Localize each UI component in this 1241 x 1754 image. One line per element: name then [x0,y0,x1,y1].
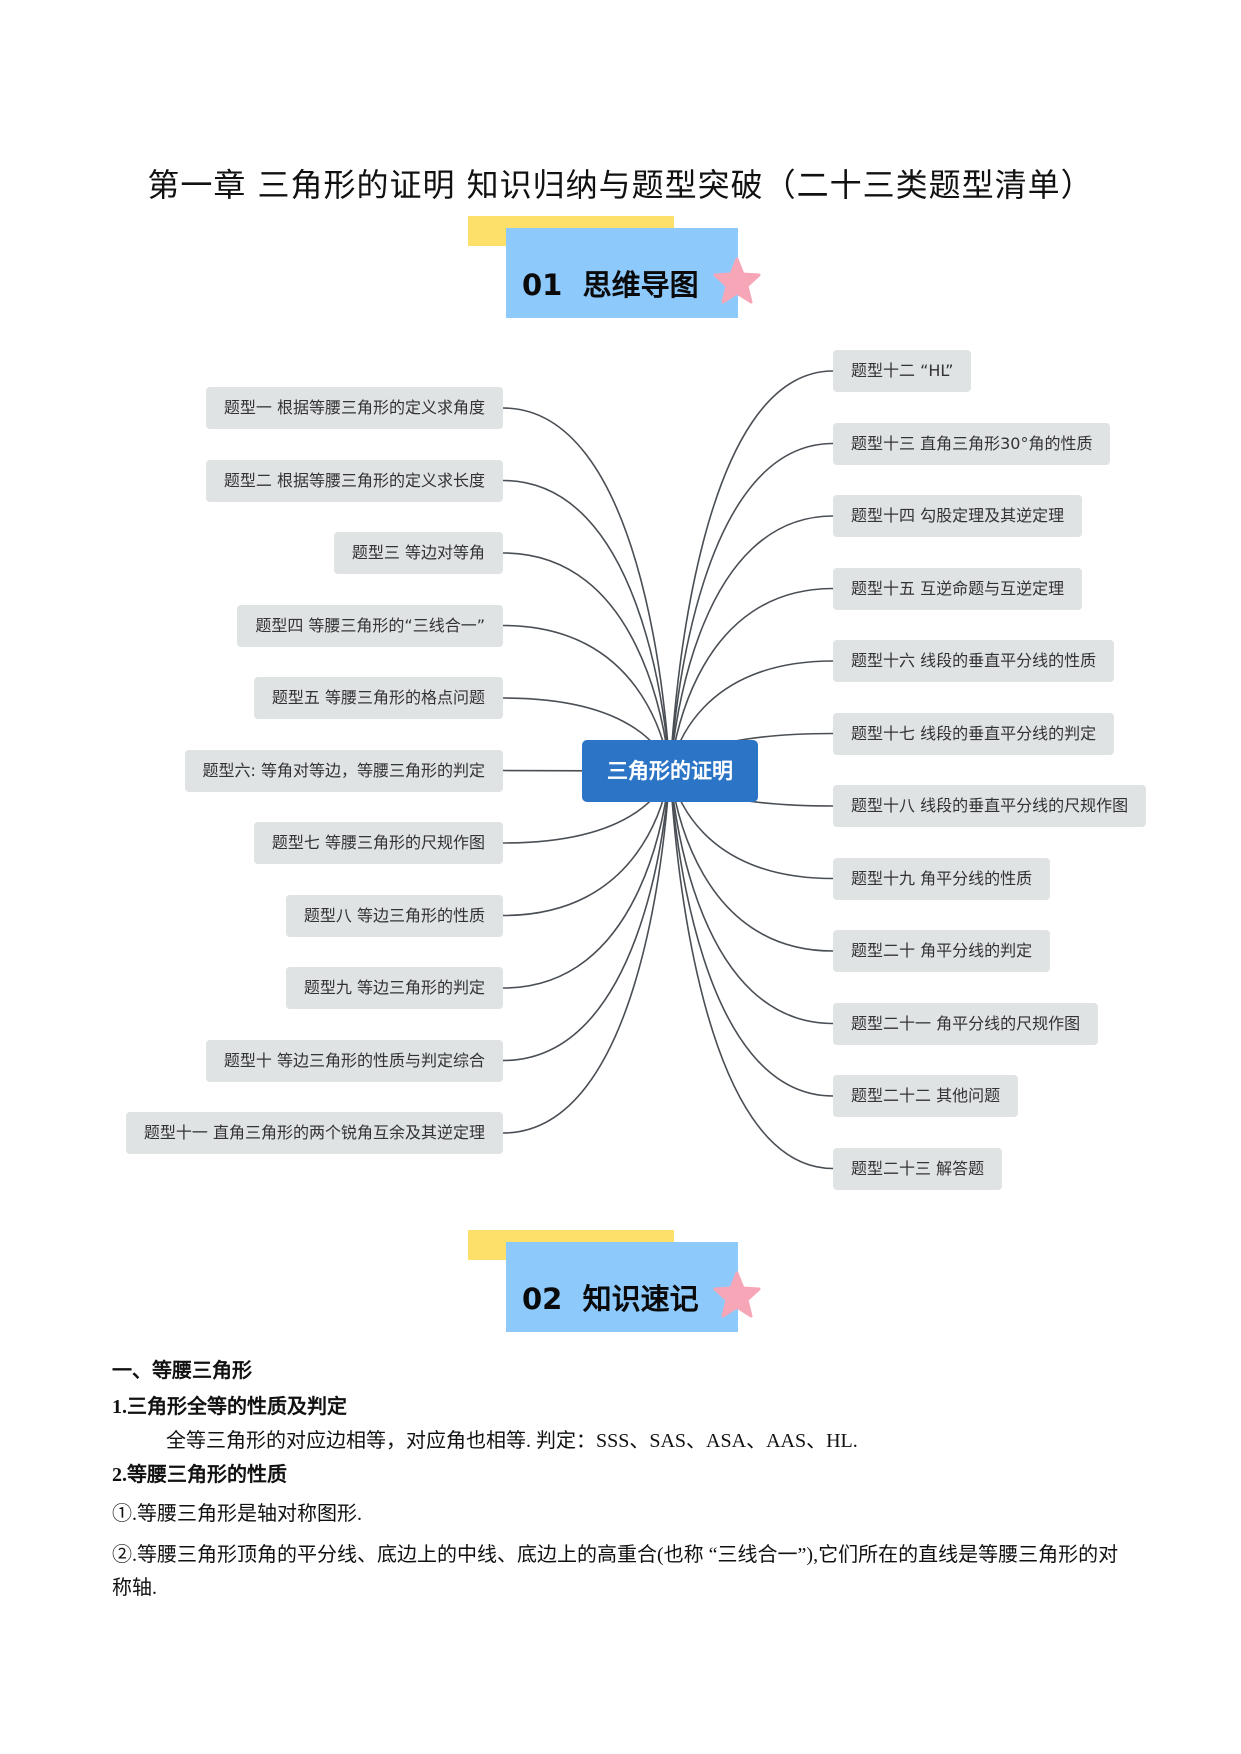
subheading-isosceles-properties: 2.等腰三角形的性质 [112,1464,287,1486]
mind-map-node-right-12[interactable]: 题型二十三 解答题 [833,1147,1003,1190]
heading-isosceles: 一、等腰三角形 [112,1360,252,1382]
subheading-congruence: 1.三角形全等的性质及判定 [112,1396,347,1418]
mind-map-node-right-4[interactable]: 题型十五 互逆命题与互逆定理 [833,567,1083,610]
mind-map-node-right-8[interactable]: 题型十九 角平分线的性质 [833,857,1051,900]
section-number: 01 [522,268,563,302]
mind-map-node-left-8[interactable]: 题型八 等边三角形的性质 [285,894,503,937]
mind-map-node-right-6[interactable]: 题型十七 线段的垂直平分线的判定 [833,712,1115,755]
mind-map-node-right-1[interactable]: 题型十二 “HL” [833,350,972,392]
mind-map-node-right-3[interactable]: 题型十四 勾股定理及其逆定理 [833,495,1083,537]
mind-map-link-left-10 [502,770,671,1062]
mind-map-node-right-10[interactable]: 题型二十一 角平分线的尺规作图 [833,1002,1099,1045]
star-icon [713,1271,761,1318]
mind-map-link-right-1 [669,370,834,772]
mind-map-link-right-12 [669,770,834,1170]
mind-map-link-right-3 [669,515,834,772]
banner-blue-block [506,1242,738,1332]
mind-map-node-right-2[interactable]: 题型十三 直角三角形30°角的性质 [833,422,1111,465]
mind-map-link-right-10 [669,770,834,1025]
mind-map-center-node[interactable]: 三角形的证明 [582,740,758,802]
section-label: 思维导图 [582,268,699,302]
mind-map-node-left-5[interactable]: 题型五 等腰三角形的格点问题 [253,677,503,719]
mind-map-link-right-11 [669,770,834,1097]
mind-map-node-left-2[interactable]: 题型二 根据等腰三角形的定义求长度 [205,459,503,502]
property-item-2: ②.等腰三角形顶角的平分线、底边上的中线、底边上的高重合(也称 “三线合一”),… [112,1544,1119,1599]
page-title: 第一章 三角形的证明 知识归纳与题型突破（二十三类题型清单） [147,166,1094,204]
mind-map-node-left-7[interactable]: 题型七 等腰三角形的尺规作图 [253,822,503,864]
mind-map-node-left-9[interactable]: 题型九 等边三角形的判定 [285,967,503,1009]
mind-map-node-left-3[interactable]: 题型三 等边对等角 [333,532,503,574]
section-banner-knowledge: 02 知识速记 [0,1230,1241,1340]
mind-map-node-right-9[interactable]: 题型二十 角平分线的判定 [833,930,1051,972]
section-heading: 02 知识速记 [522,1276,699,1318]
mind-map-link-left-9 [502,770,671,989]
mind-map-node-left-11[interactable]: 题型十一 直角三角形的两个锐角互余及其逆定理 [125,1112,503,1154]
mind-map-link-left-11 [502,770,671,1134]
mind-map-link-right-2 [669,442,834,772]
property-item-1: ①.等腰三角形是轴对称图形. [112,1503,362,1525]
congruence-text: 全等三角形的对应边相等，对应角也相等. 判定：SSS、SAS、ASA、AAS、H… [166,1430,858,1452]
knowledge-content: 一、等腰三角形 1.三角形全等的性质及判定 全等三角形的对应边相等，对应角也相等… [112,1356,1132,1605]
section-label: 知识速记 [582,1282,699,1316]
mind-map-node-left-4[interactable]: 题型四 等腰三角形的“三线合一” [237,604,503,647]
mind-map-link-left-3 [502,552,671,772]
mind-map-link-left-2 [502,479,671,772]
mind-map-node-left-1[interactable]: 题型一 根据等腰三角形的定义求角度 [205,387,503,429]
section-banner-mindmap: 01 思维导图 [0,216,1241,326]
mind-map-node-left-6[interactable]: 题型六: 等角对等边，等腰三角形的判定 [184,749,503,792]
mind-map-node-right-11[interactable]: 题型二十二 其他问题 [833,1075,1019,1117]
section-heading: 01 思维导图 [522,262,699,304]
banner-blue-block [506,228,738,318]
mind-map-node-left-10[interactable]: 题型十 等边三角形的性质与判定综合 [205,1039,503,1082]
section-number: 02 [522,1282,563,1316]
mind-map: 三角形的证明 题型一 根据等腰三角形的定义求角度题型二 根据等腰三角形的定义求长… [0,330,1241,1210]
mind-map-link-left-1 [502,407,671,772]
star-icon [713,257,761,304]
mind-map-node-right-5[interactable]: 题型十六 线段的垂直平分线的性质 [833,640,1115,682]
mind-map-node-right-7[interactable]: 题型十八 线段的垂直平分线的尺规作图 [833,785,1147,827]
